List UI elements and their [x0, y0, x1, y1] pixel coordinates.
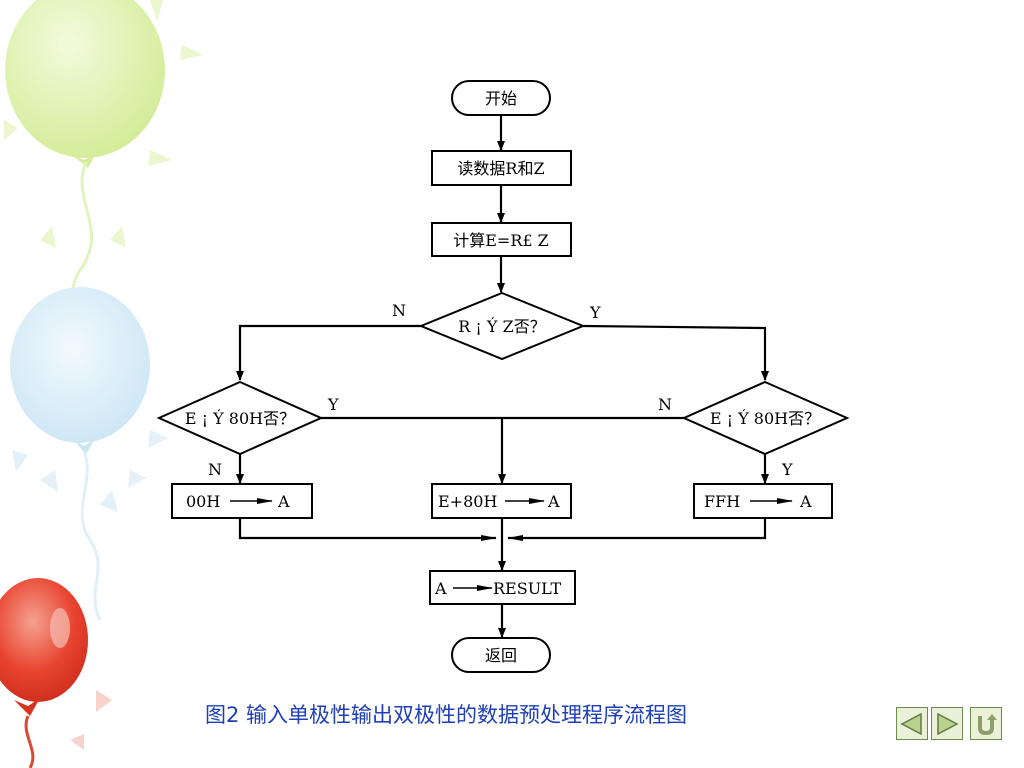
blue-balloon-icon	[10, 287, 168, 621]
start-label: 开始	[485, 89, 517, 108]
arrow-cond-yes	[582, 324, 769, 381]
decision-right-label: E ¡ Ý 80H否？	[710, 408, 820, 428]
box-right: FFH A	[693, 483, 833, 519]
label-main-no: N	[392, 301, 406, 320]
prev-slide-button[interactable]	[896, 707, 928, 740]
result-box: A RESULT	[429, 570, 576, 605]
return-arrow-icon	[978, 713, 997, 735]
label-main-yes: Y	[589, 303, 601, 322]
end-label: 返回	[485, 646, 517, 665]
start-terminal: 开始	[451, 80, 551, 116]
return-button[interactable]	[970, 707, 1002, 740]
next-slide-button[interactable]	[931, 707, 963, 740]
red-balloon-icon	[0, 578, 112, 768]
label-left-no: N	[208, 460, 222, 479]
decision-main: R ¡ Ý Z否？	[418, 291, 586, 361]
label-left-yes: Y	[327, 395, 339, 414]
figure-caption: 图2 输入单极性输出双极性的数据预处理程序流程图	[205, 703, 688, 727]
result-dst: RESULT	[493, 579, 561, 598]
decision-main-label: R ¡ Ý Z否？	[458, 316, 545, 336]
arrow-left-merge	[238, 518, 497, 541]
box-right-dst: A	[799, 492, 812, 511]
triangle-right-icon	[937, 712, 959, 735]
box-left-src: 00H	[186, 492, 220, 511]
label-right-yes: Y	[781, 460, 793, 479]
box-middle: E+80H A	[431, 483, 572, 519]
compute-process-box: 计算E=R£ Z	[431, 222, 572, 257]
decision-right: E ¡ Ý 80H否？	[681, 380, 850, 456]
box-right-src: FFH	[704, 492, 740, 511]
label-right-no: N	[658, 395, 672, 414]
green-balloon-icon	[4, 0, 204, 351]
compute-label: 计算E=R£ Z	[453, 231, 549, 250]
box-mid-src: E+80H	[438, 492, 497, 511]
result-src: A	[434, 579, 447, 598]
box-left: 00H A	[171, 483, 313, 519]
arrow-right-merge	[507, 518, 767, 541]
decision-left: E ¡ Ý 80H否？	[156, 380, 324, 456]
triangle-left-icon	[900, 712, 922, 735]
box-left-dst: A	[277, 492, 290, 511]
arrow-cond-no	[236, 324, 421, 381]
read-process-box: 读数据R和Z	[431, 150, 572, 186]
end-terminal: 返回	[451, 637, 551, 673]
connectors	[236, 115, 769, 638]
box-mid-dst: A	[547, 492, 560, 511]
decision-left-label: E ¡ Ý 80H否？	[185, 408, 295, 428]
read-label: 读数据R和Z	[457, 159, 544, 178]
